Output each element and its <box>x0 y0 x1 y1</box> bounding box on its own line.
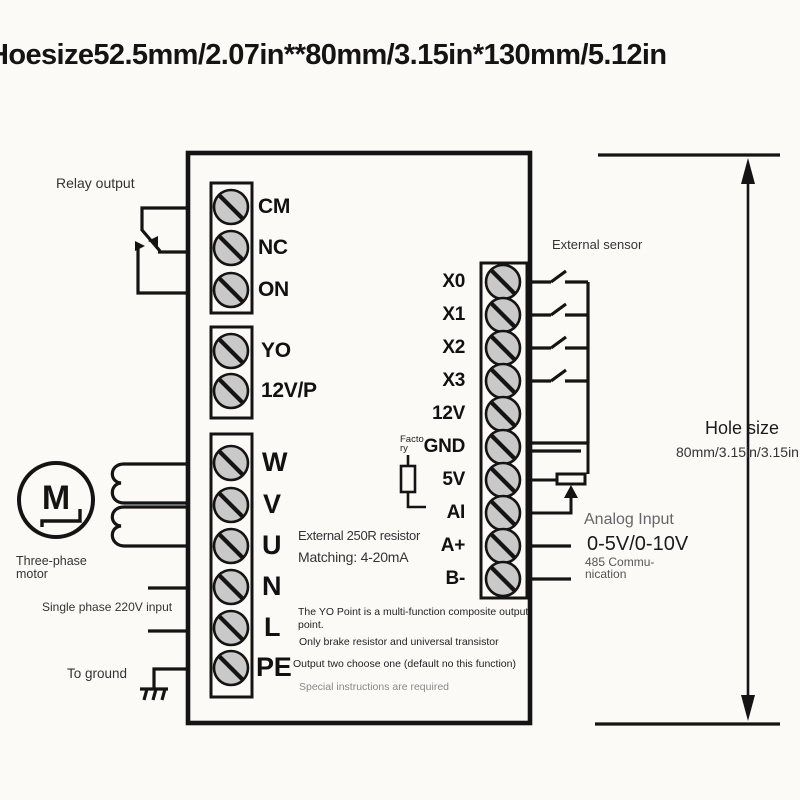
screw-terminal-icon <box>486 562 520 596</box>
screw-terminal-icon <box>486 364 520 398</box>
terminal-label-on: ON <box>258 278 289 301</box>
screw-terminal-icon <box>214 334 248 368</box>
io-terminal-block <box>479 261 529 600</box>
dimension-arrow-up <box>741 158 755 184</box>
single-phase-input-wires <box>148 586 188 633</box>
screw-terminal-icon <box>486 430 520 464</box>
terminal-label-bminus: B- <box>445 568 466 589</box>
screw-terminal-icon <box>486 331 520 365</box>
resistor-icon <box>399 455 426 509</box>
terminal-label-gnd: GND <box>423 436 466 457</box>
terminal-label-ai: AI <box>446 502 466 523</box>
comm-wires <box>531 544 571 581</box>
terminal-label-12v: 12V <box>432 403 465 424</box>
screw-terminal-icon <box>214 273 248 307</box>
ground-icon <box>140 667 188 701</box>
terminal-label-x3: X3 <box>442 370 465 391</box>
terminal-label-cm: CM <box>258 195 291 218</box>
terminal-label-x0: X0 <box>442 271 465 292</box>
hole-size-title: Hole size <box>705 418 780 438</box>
switch-icon-x3 <box>530 368 588 383</box>
analog-input-label: Analog Input <box>584 511 674 528</box>
terminal-label-u: U <box>262 530 282 560</box>
sensor-switch-icons <box>530 269 590 453</box>
page-title: Hoesize52.5mm/2.07in**80mm/3.15in*130mm/… <box>0 39 667 71</box>
relay-output-label: Relay output <box>56 175 135 191</box>
terminal-label-5v: 5V <box>442 469 465 490</box>
comm-label: 485 Commu- nication <box>585 555 655 581</box>
screw-terminal-icon <box>486 298 520 332</box>
motor-icon <box>17 461 95 539</box>
dimension-lines <box>595 153 780 726</box>
relay-switch-icon <box>135 206 188 295</box>
terminal-label-n: N <box>262 571 282 601</box>
screw-terminal-icon <box>214 529 248 563</box>
terminal-label-v: V <box>263 489 281 519</box>
screw-terminal-icon <box>486 463 520 497</box>
terminal-label-x2: X2 <box>442 337 465 358</box>
yo-note-2: Only brake resistor and universal transi… <box>299 636 499 648</box>
resistor-note-line1: External 250R resistor <box>298 528 421 543</box>
yo-note-1: The YO Point is a multi-function composi… <box>298 606 529 631</box>
power-terminal-block <box>209 432 254 699</box>
screw-terminal-icon <box>214 651 248 685</box>
screw-terminal-icon <box>214 611 248 645</box>
dimension-arrow-down <box>741 695 755 721</box>
screw-terminal-icon <box>486 265 520 299</box>
terminal-block-frames <box>209 181 529 699</box>
yo-note-3: Output two choose one (default no this f… <box>293 658 516 670</box>
switch-icon-x2 <box>530 335 588 350</box>
resistor-note-line2: Matching: 4-20mA <box>298 549 409 565</box>
terminal-label-x1: X1 <box>442 304 465 325</box>
motor-letter: M <box>41 479 71 517</box>
single-phase-label: Single phase 220V input <box>42 600 173 614</box>
screw-terminal-icon <box>214 570 248 604</box>
hole-size-value: 80mm/3.15in/3.15in <box>676 444 799 460</box>
screw-terminal-icon <box>486 529 520 563</box>
terminal-label-pe: PE <box>256 652 292 682</box>
terminal-label-yo: YO <box>261 339 291 362</box>
terminal-label-aplus: A+ <box>440 535 466 556</box>
terminal-label-l: L <box>264 612 281 642</box>
factory-label: Facto ry <box>400 434 424 454</box>
controller-board-outline <box>185 150 533 726</box>
terminal-label-w: W <box>262 447 288 477</box>
three-phase-motor-label: Three-phase motor <box>16 554 87 581</box>
terminal-label-nc: NC <box>258 236 288 259</box>
screw-terminal-icon <box>214 374 248 408</box>
screw-terminal-icon <box>214 446 248 480</box>
screw-terminal-icon <box>486 496 520 530</box>
aux-terminal-block <box>209 325 254 420</box>
potentiometer-icon <box>531 443 590 515</box>
to-ground-label: To ground <box>67 666 128 681</box>
switch-icon-x0 <box>530 269 588 284</box>
screw-terminal-icon <box>486 397 520 431</box>
yo-note-4: Special instructions are required <box>299 681 449 693</box>
screw-terminal-icon <box>214 190 248 224</box>
analog-range-label: 0-5V/0-10V <box>587 533 689 555</box>
screw-terminal-icon <box>214 231 248 265</box>
switch-icon-x1 <box>530 302 588 317</box>
motor-coil-wires <box>110 462 188 548</box>
external-sensor-label: External sensor <box>552 237 643 252</box>
terminal-label-12vp: 12V/P <box>261 379 317 402</box>
screw-terminal-icon <box>214 488 248 522</box>
relay-terminal-block <box>209 181 254 315</box>
